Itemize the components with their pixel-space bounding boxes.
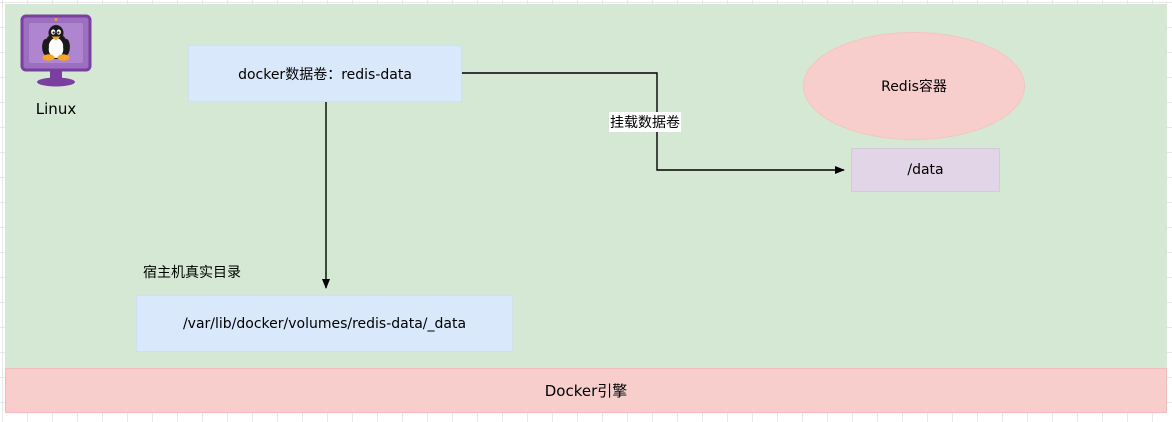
host-dir-caption: 宿主机真实目录 [143,265,241,281]
container-data-path-label: /data [907,162,944,178]
redis-container-ellipse: Redis容器 [803,32,1025,140]
docker-engine-label: Docker引擎 [544,382,628,400]
edge-label-mount-volume: 挂载数据卷 [609,112,681,132]
docker-engine-bar: Docker引擎 [5,368,1167,413]
linux-penguin-monitor-icon [18,12,94,92]
docker-volume-label: docker数据卷：redis-data [238,66,412,83]
docker-volume-box: docker数据卷：redis-data [188,45,462,102]
redis-container-label: Redis容器 [881,79,947,95]
container-data-path-box: /data [851,148,1000,192]
linux-label: Linux [35,100,77,118]
host-dir-path-label: /var/lib/docker/volumes/redis-data/_data [182,315,467,332]
host-dir-path-box: /var/lib/docker/volumes/redis-data/_data [136,295,513,352]
